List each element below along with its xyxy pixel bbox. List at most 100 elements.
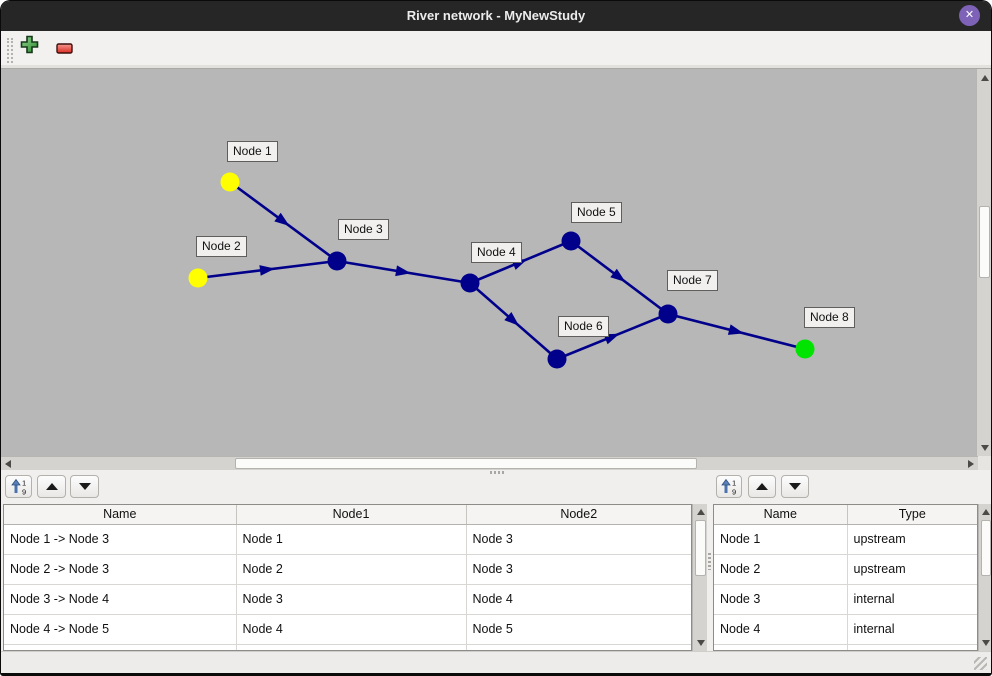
cell[interactable]: Node 4 <box>714 613 848 645</box>
remove-icon[interactable] <box>56 41 73 59</box>
vertical-scroll-thumb[interactable] <box>981 520 991 576</box>
cell[interactable]: Node 4 -> Node 5 <box>4 613 237 645</box>
column-header-node1[interactable]: Node1 <box>235 505 467 525</box>
column-header-name[interactable]: Name <box>4 505 237 525</box>
cell[interactable]: Node 3 <box>235 583 467 615</box>
cell[interactable]: upstream <box>846 553 977 585</box>
cell[interactable]: Node 2 <box>714 553 848 585</box>
canvas-vertical-scrollbar[interactable] <box>976 69 991 456</box>
column-header-type[interactable]: Type <box>846 505 977 525</box>
flow-arrow-icon <box>727 324 744 335</box>
table-row-empty <box>714 643 977 650</box>
status-bar <box>1 651 991 673</box>
column-header-name[interactable]: Name <box>714 505 848 525</box>
down-triangle-icon <box>78 483 91 490</box>
reach-table-scrollbar[interactable] <box>692 504 707 651</box>
cell[interactable]: Node 1 <box>714 524 848 555</box>
graph-node-n8[interactable] <box>795 339 815 359</box>
down-triangle-icon <box>789 483 801 490</box>
scroll-up-button[interactable] <box>694 506 707 518</box>
left-arrow-icon <box>5 460 11 468</box>
scroll-right-button[interactable] <box>965 458 977 470</box>
horizontal-splitter-handle[interactable] <box>490 471 506 474</box>
titlebar[interactable]: River network - MyNewStudy ✕ <box>1 1 991 31</box>
vertical-scroll-thumb[interactable] <box>695 520 706 576</box>
cell[interactable]: Node 5 <box>465 613 691 645</box>
cell[interactable] <box>465 643 691 650</box>
resize-grip[interactable] <box>974 657 987 670</box>
scroll-left-button[interactable] <box>2 458 14 470</box>
cell[interactable] <box>846 643 977 650</box>
node-sort-button[interactable]: 1 9 <box>716 475 742 498</box>
graph-node-n7[interactable] <box>658 304 678 324</box>
scroll-down-button[interactable] <box>980 637 991 649</box>
flow-arrow-icon <box>504 312 520 326</box>
reach-move-down-button[interactable] <box>70 475 99 498</box>
cell[interactable]: Node 3 <box>714 583 848 615</box>
graph-node-n3[interactable] <box>327 251 347 271</box>
cell[interactable]: Node 4 <box>235 613 467 645</box>
column-header-node2[interactable]: Node2 <box>465 505 691 525</box>
cell[interactable]: Node 3 <box>465 553 691 585</box>
canvas-horizontal-scrollbar[interactable] <box>1 456 978 470</box>
svg-text:1: 1 <box>732 479 736 488</box>
close-button[interactable]: ✕ <box>959 5 980 26</box>
graph-node-n1[interactable] <box>220 172 240 192</box>
scroll-down-button[interactable] <box>694 637 707 649</box>
toolbar-drag-handle[interactable] <box>7 38 13 63</box>
scroll-down-button[interactable] <box>978 441 991 454</box>
graph-node-n4[interactable] <box>460 273 480 293</box>
node-move-up-button[interactable] <box>748 475 776 498</box>
scrollbar-corner <box>978 456 991 470</box>
window-title: River network - MyNewStudy <box>406 8 586 23</box>
cell[interactable]: internal <box>846 583 977 615</box>
flow-arrow-icon <box>610 268 626 282</box>
river-network-graph <box>188 172 815 369</box>
cell[interactable] <box>235 643 467 650</box>
cell[interactable]: Node 2 <box>235 553 467 585</box>
main-toolbar <box>1 31 991 69</box>
scroll-up-button[interactable] <box>978 71 991 84</box>
flow-arrow-icon <box>395 265 411 277</box>
cell[interactable]: Node 1 -> Node 3 <box>4 524 237 555</box>
vertical-splitter-handle[interactable] <box>708 553 711 570</box>
svg-text:9: 9 <box>22 488 26 496</box>
cell[interactable]: internal <box>846 613 977 645</box>
node-label-n2: Node 2 <box>196 236 247 257</box>
horizontal-scroll-thumb[interactable] <box>235 458 697 469</box>
cell[interactable]: Node 1 <box>235 524 467 555</box>
vertical-scroll-thumb[interactable] <box>979 206 990 278</box>
cell[interactable]: upstream <box>846 524 977 555</box>
cell[interactable]: Node 2 -> Node 3 <box>4 553 237 585</box>
cell[interactable] <box>714 643 848 650</box>
node-label-n4: Node 4 <box>471 242 522 263</box>
graph-node-n5[interactable] <box>561 231 581 251</box>
reach-move-up-button[interactable] <box>37 475 66 498</box>
scroll-up-button[interactable] <box>980 506 991 518</box>
graph-node-n6[interactable] <box>547 349 567 369</box>
cell[interactable]: Node 4 <box>465 583 691 615</box>
node-label-n3: Node 3 <box>338 219 389 240</box>
cell[interactable] <box>4 643 237 650</box>
svg-text:1: 1 <box>22 479 26 488</box>
cell[interactable]: Node 3 -> Node 4 <box>4 583 237 615</box>
cell[interactable]: Node 3 <box>465 524 691 555</box>
flow-arrow-icon <box>259 265 275 276</box>
node-label-n1: Node 1 <box>227 141 278 162</box>
graph-node-n2[interactable] <box>188 268 208 288</box>
node-table-scrollbar[interactable] <box>978 504 991 651</box>
down-arrow-icon <box>982 640 990 646</box>
reach-sort-button[interactable]: 1 9 <box>5 475 32 498</box>
node-move-down-button[interactable] <box>781 475 809 498</box>
add-icon[interactable] <box>20 35 39 59</box>
